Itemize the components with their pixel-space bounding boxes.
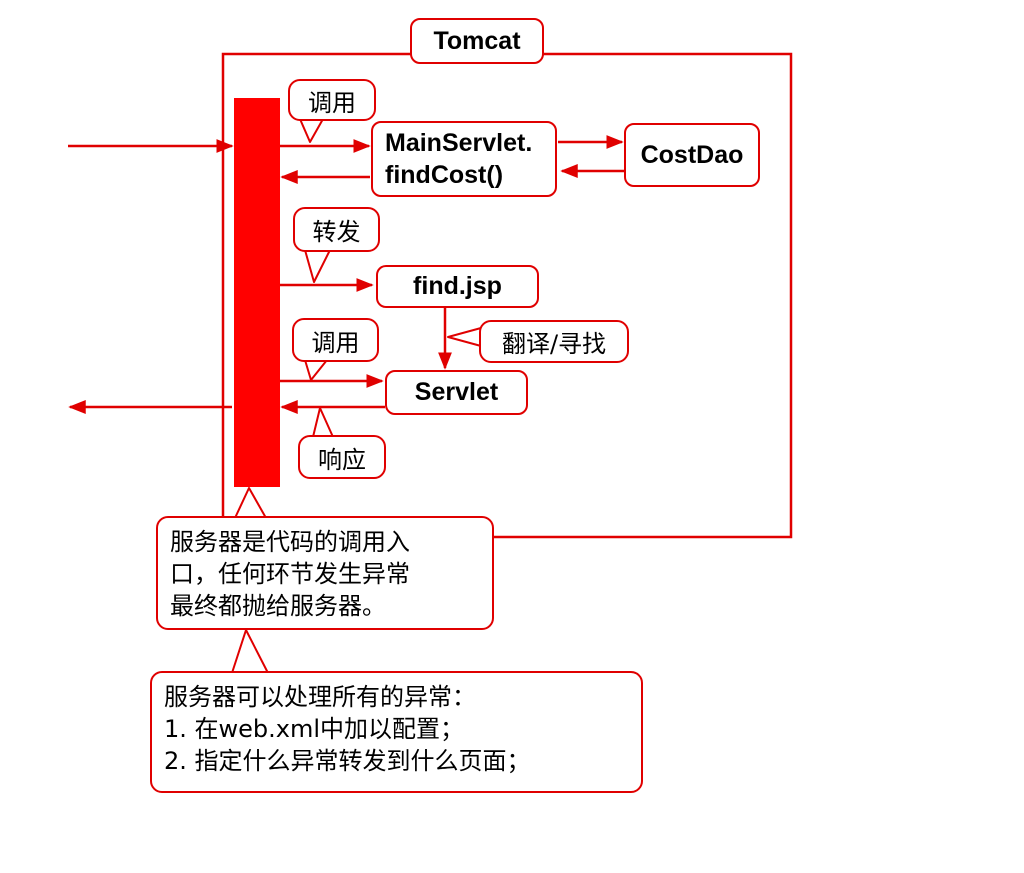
respond-tail	[312, 407, 334, 438]
call-1-tail	[299, 118, 324, 143]
tomcat-label: Tomcat	[410, 18, 544, 64]
forward-text: 转发	[312, 218, 361, 246]
note-server-line-3: 最终都抛给服务器。	[170, 592, 386, 620]
note-handle-line-2: 1. 在web.xml中加以配置；	[164, 715, 465, 743]
servlet-label: Servlet	[414, 378, 499, 406]
forward-callout: 转发	[293, 207, 380, 252]
note-server-callout: 服务器是代码的调用入 口，任何环节发生异常 最终都抛给服务器。	[156, 516, 494, 630]
main-servlet-line-1: MainServlet.	[385, 129, 533, 157]
note-handle-line-1: 服务器可以处理所有的异常：	[164, 683, 476, 711]
translate-callout: 翻译/寻找	[479, 320, 629, 363]
main-servlet-node: MainServlet. findCost()	[371, 121, 557, 197]
tomcat-title: Tomcat	[433, 26, 521, 55]
server-entry-bar	[234, 98, 280, 487]
costdao-label: CostDao	[640, 140, 744, 169]
note-server-tail	[234, 487, 267, 519]
call-1-text: 调用	[308, 88, 356, 117]
servlet-node: Servlet	[385, 370, 528, 415]
respond-callout: 响应	[298, 435, 386, 479]
find-jsp-node: find.jsp	[376, 265, 539, 308]
main-servlet-line-2: findCost()	[385, 161, 504, 189]
note-handle-line-3: 2. 指定什么异常转发到什么页面；	[164, 747, 531, 775]
forward-tail	[304, 249, 331, 283]
note-handle-tail	[231, 629, 269, 674]
respond-text: 响应	[318, 445, 366, 474]
call-1-callout: 调用	[288, 79, 376, 121]
costdao-node: CostDao	[624, 123, 760, 187]
translate-tail	[447, 327, 482, 347]
note-server-line-2: 口，任何环节发生异常	[170, 560, 410, 588]
call-2-callout: 调用	[292, 318, 379, 362]
translate-text: 翻译/寻找	[501, 330, 607, 358]
find-jsp-label: find.jsp	[413, 272, 502, 300]
note-handle-callout: 服务器可以处理所有的异常： 1. 在web.xml中加以配置； 2. 指定什么异…	[150, 671, 643, 793]
note-server-line-1: 服务器是代码的调用入	[170, 528, 410, 556]
call-2-text: 调用	[311, 328, 360, 357]
call-2-tail	[304, 359, 328, 381]
